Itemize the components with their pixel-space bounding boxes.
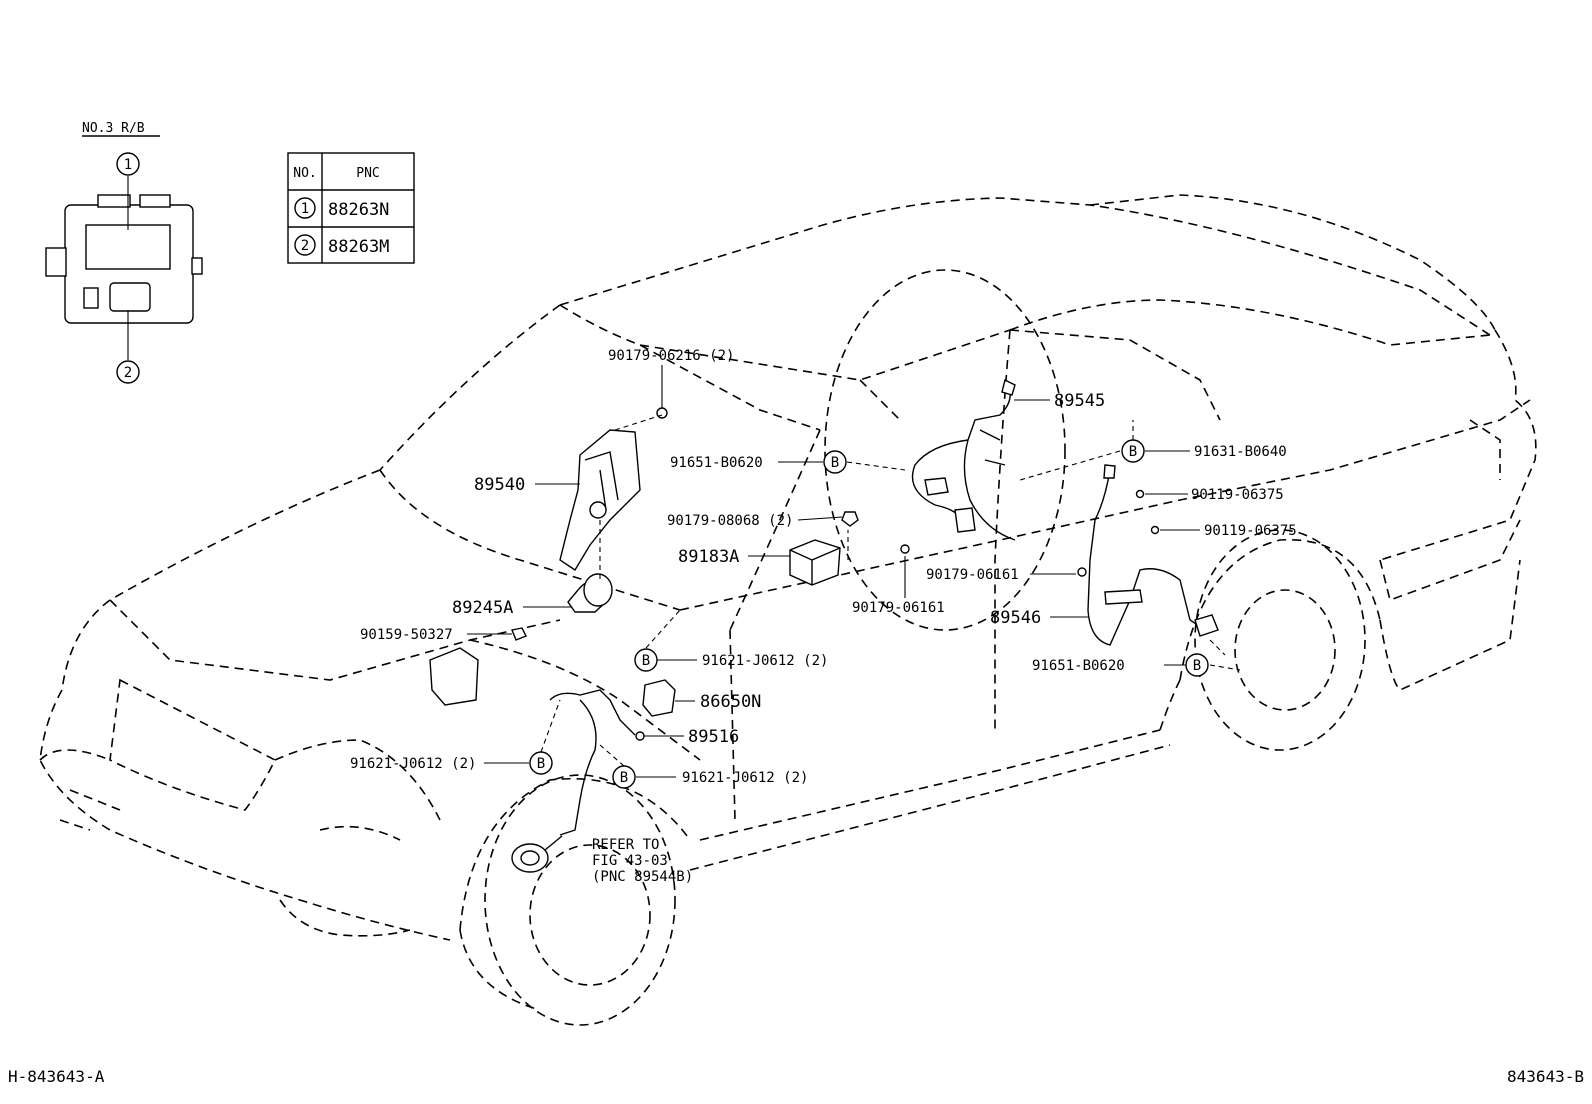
relay-marker-1-text: 1 bbox=[124, 157, 132, 173]
part-89183a-shape bbox=[789, 539, 841, 586]
harness-89546 bbox=[1087, 469, 1206, 646]
relay-block-slot bbox=[83, 287, 99, 309]
callout-89516: 89516 bbox=[688, 727, 739, 747]
part-illustrations bbox=[429, 378, 1219, 873]
b-marker-5 bbox=[1121, 439, 1145, 463]
svg-text:B: B bbox=[1129, 444, 1137, 460]
ecu-89540-shape bbox=[559, 429, 641, 571]
b-marker-4 bbox=[612, 765, 636, 789]
part-86650n-shape bbox=[642, 679, 676, 717]
callout-90159-50327: 90159-50327 bbox=[360, 627, 453, 643]
svg-text:B: B bbox=[831, 455, 839, 471]
relay-block-window bbox=[85, 224, 171, 270]
bolt-90159-50327 bbox=[511, 627, 527, 641]
relay-block-tab bbox=[97, 194, 131, 208]
callout-labels: 90179-06216 (2) 89540 91651-B0620 90179-… bbox=[350, 348, 1297, 885]
figure-id-left: H-843643-A bbox=[8, 1067, 105, 1086]
b-marker-2 bbox=[634, 648, 658, 672]
callout-90179-06161-b: 90179-06161 bbox=[852, 600, 945, 616]
callout-90179-06161-a: 90179-06161 bbox=[926, 567, 1019, 583]
relay-block-connector bbox=[109, 282, 151, 312]
callout-91631-b0640: 91631-B0640 bbox=[1194, 444, 1287, 460]
pnc-table-header-pnc: PNC bbox=[356, 166, 379, 181]
relay-marker-2 bbox=[116, 360, 140, 384]
harness-89545 bbox=[963, 384, 1016, 541]
car-outline bbox=[39, 194, 1537, 1026]
pnc-table-border bbox=[287, 152, 415, 264]
callout-89540: 89540 bbox=[474, 475, 525, 495]
relay-block-title: NO.3 R/B bbox=[82, 121, 145, 136]
relay-block-side-tab bbox=[191, 257, 203, 275]
nut-90179-08068 bbox=[841, 511, 859, 527]
svg-text:B: B bbox=[537, 756, 545, 772]
callout-90179-08068: 90179-08068 (2) bbox=[667, 513, 793, 529]
callout-refer-line-2: FIG 43-03 bbox=[592, 853, 668, 869]
callout-91621-j0612-left: 91621-J0612 (2) bbox=[350, 756, 476, 772]
b-marker-6 bbox=[1185, 653, 1209, 677]
relay-block-side-tab bbox=[45, 247, 67, 277]
callout-91651-b0620-top: 91651-B0620 bbox=[670, 455, 763, 471]
b-marker-1 bbox=[823, 450, 847, 474]
svg-text:B: B bbox=[642, 653, 650, 669]
figure-id-right: 843643-B bbox=[1507, 1067, 1584, 1086]
harness-89516 bbox=[549, 689, 636, 736]
pnc-row-2-pnc: 88263M bbox=[328, 237, 389, 257]
pnc-table: NO. PNC 1 88263N 2 88263M bbox=[287, 152, 415, 264]
relay-block-illustration: NO.3 R/B 1 2 bbox=[45, 121, 203, 384]
pnc-row-1-marker bbox=[294, 197, 316, 219]
callout-91621-j0612-mid: 91621-J0612 (2) bbox=[702, 653, 828, 669]
callout-refer-line-1: REFER TO bbox=[592, 837, 659, 853]
svg-text:B: B bbox=[620, 770, 628, 786]
callout-89545: 89545 bbox=[1054, 391, 1105, 411]
b-marker-3 bbox=[529, 751, 553, 775]
svg-text:B: B bbox=[1193, 658, 1201, 674]
leader-lines bbox=[467, 365, 1241, 778]
callout-refer-line-3: (PNC 89544B) bbox=[592, 869, 693, 885]
b-markers: B B B B B B bbox=[529, 439, 1209, 789]
callout-89183a: 89183A bbox=[678, 547, 739, 567]
callout-90119-06375-b: 90119-06375 bbox=[1204, 523, 1297, 539]
pnc-row-2-no: 2 bbox=[301, 238, 309, 254]
callout-86650n: 86650N bbox=[700, 692, 761, 712]
pnc-row-1-pnc: 88263N bbox=[328, 200, 389, 220]
callout-90179-06216: 90179-06216 (2) bbox=[608, 348, 734, 364]
relay-marker-2-text: 2 bbox=[124, 365, 132, 381]
callout-91651-b0620-right: 91651-B0620 bbox=[1032, 658, 1125, 674]
relay-marker-1 bbox=[116, 152, 140, 176]
callout-90119-06375-a: 90119-06375 bbox=[1191, 487, 1284, 503]
callout-91621-j0612-lower: 91621-J0612 (2) bbox=[682, 770, 808, 786]
pnc-row-2-marker bbox=[294, 234, 316, 256]
callout-89245a: 89245A bbox=[452, 598, 513, 618]
callout-89546: 89546 bbox=[990, 608, 1041, 628]
pnc-row-1-no: 1 bbox=[301, 201, 309, 217]
bracket-shape bbox=[429, 647, 479, 706]
relay-block-tab bbox=[139, 194, 171, 208]
pnc-table-header-no: NO. bbox=[293, 166, 316, 181]
